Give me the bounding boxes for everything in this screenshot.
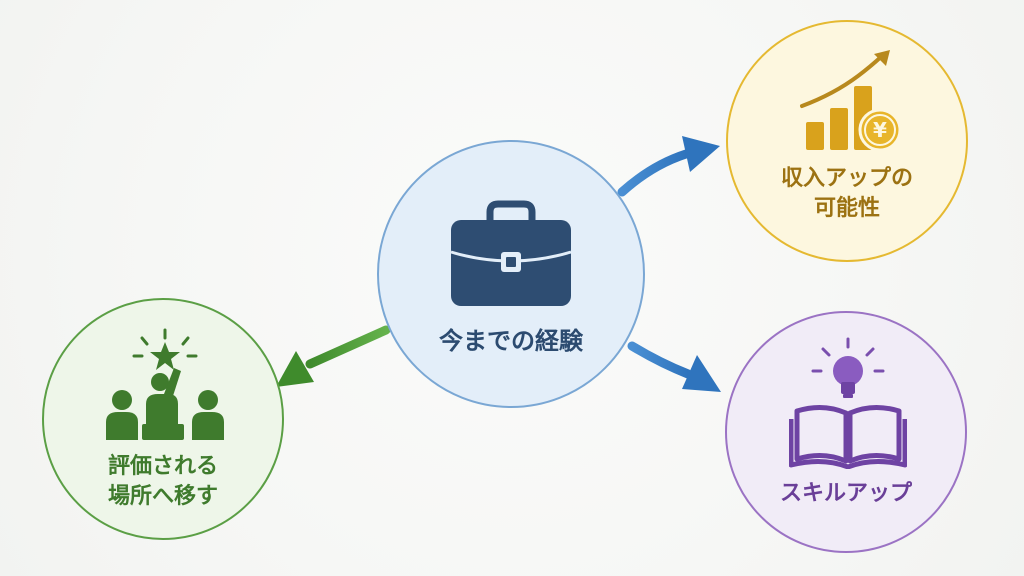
skill-label: スキルアップ	[779, 481, 912, 506]
arrow-to-skill	[627, 341, 721, 392]
evaluation-label-line-1: 評価される	[107, 454, 218, 479]
evaluation-node: 評価される 場所へ移す	[42, 298, 284, 540]
income-label-line-2: 可能性	[813, 195, 880, 221]
income-label: 収入アップの 可能性	[728, 164, 966, 223]
svg-text:¥: ¥	[873, 118, 887, 142]
center-label: 今までの経験	[439, 327, 583, 355]
center-node: 今までの経験	[377, 140, 645, 408]
team-star-icon	[106, 328, 224, 440]
evaluation-label-line-2: 場所へ移す	[107, 483, 218, 509]
bar-chart-yen-icon: ¥	[800, 50, 902, 152]
income-label-line-1: 収入アップの	[780, 166, 913, 191]
briefcase-icon	[450, 200, 572, 306]
book-lightbulb-icon	[789, 337, 907, 469]
arrow-to-income	[617, 136, 720, 197]
evaluation-label: 評価される 場所へ移す	[44, 452, 282, 511]
income-node: ¥ 収入アップの 可能性	[726, 20, 968, 262]
skill-node: スキルアップ	[725, 311, 967, 553]
arrow-to-evaluation	[276, 325, 391, 387]
